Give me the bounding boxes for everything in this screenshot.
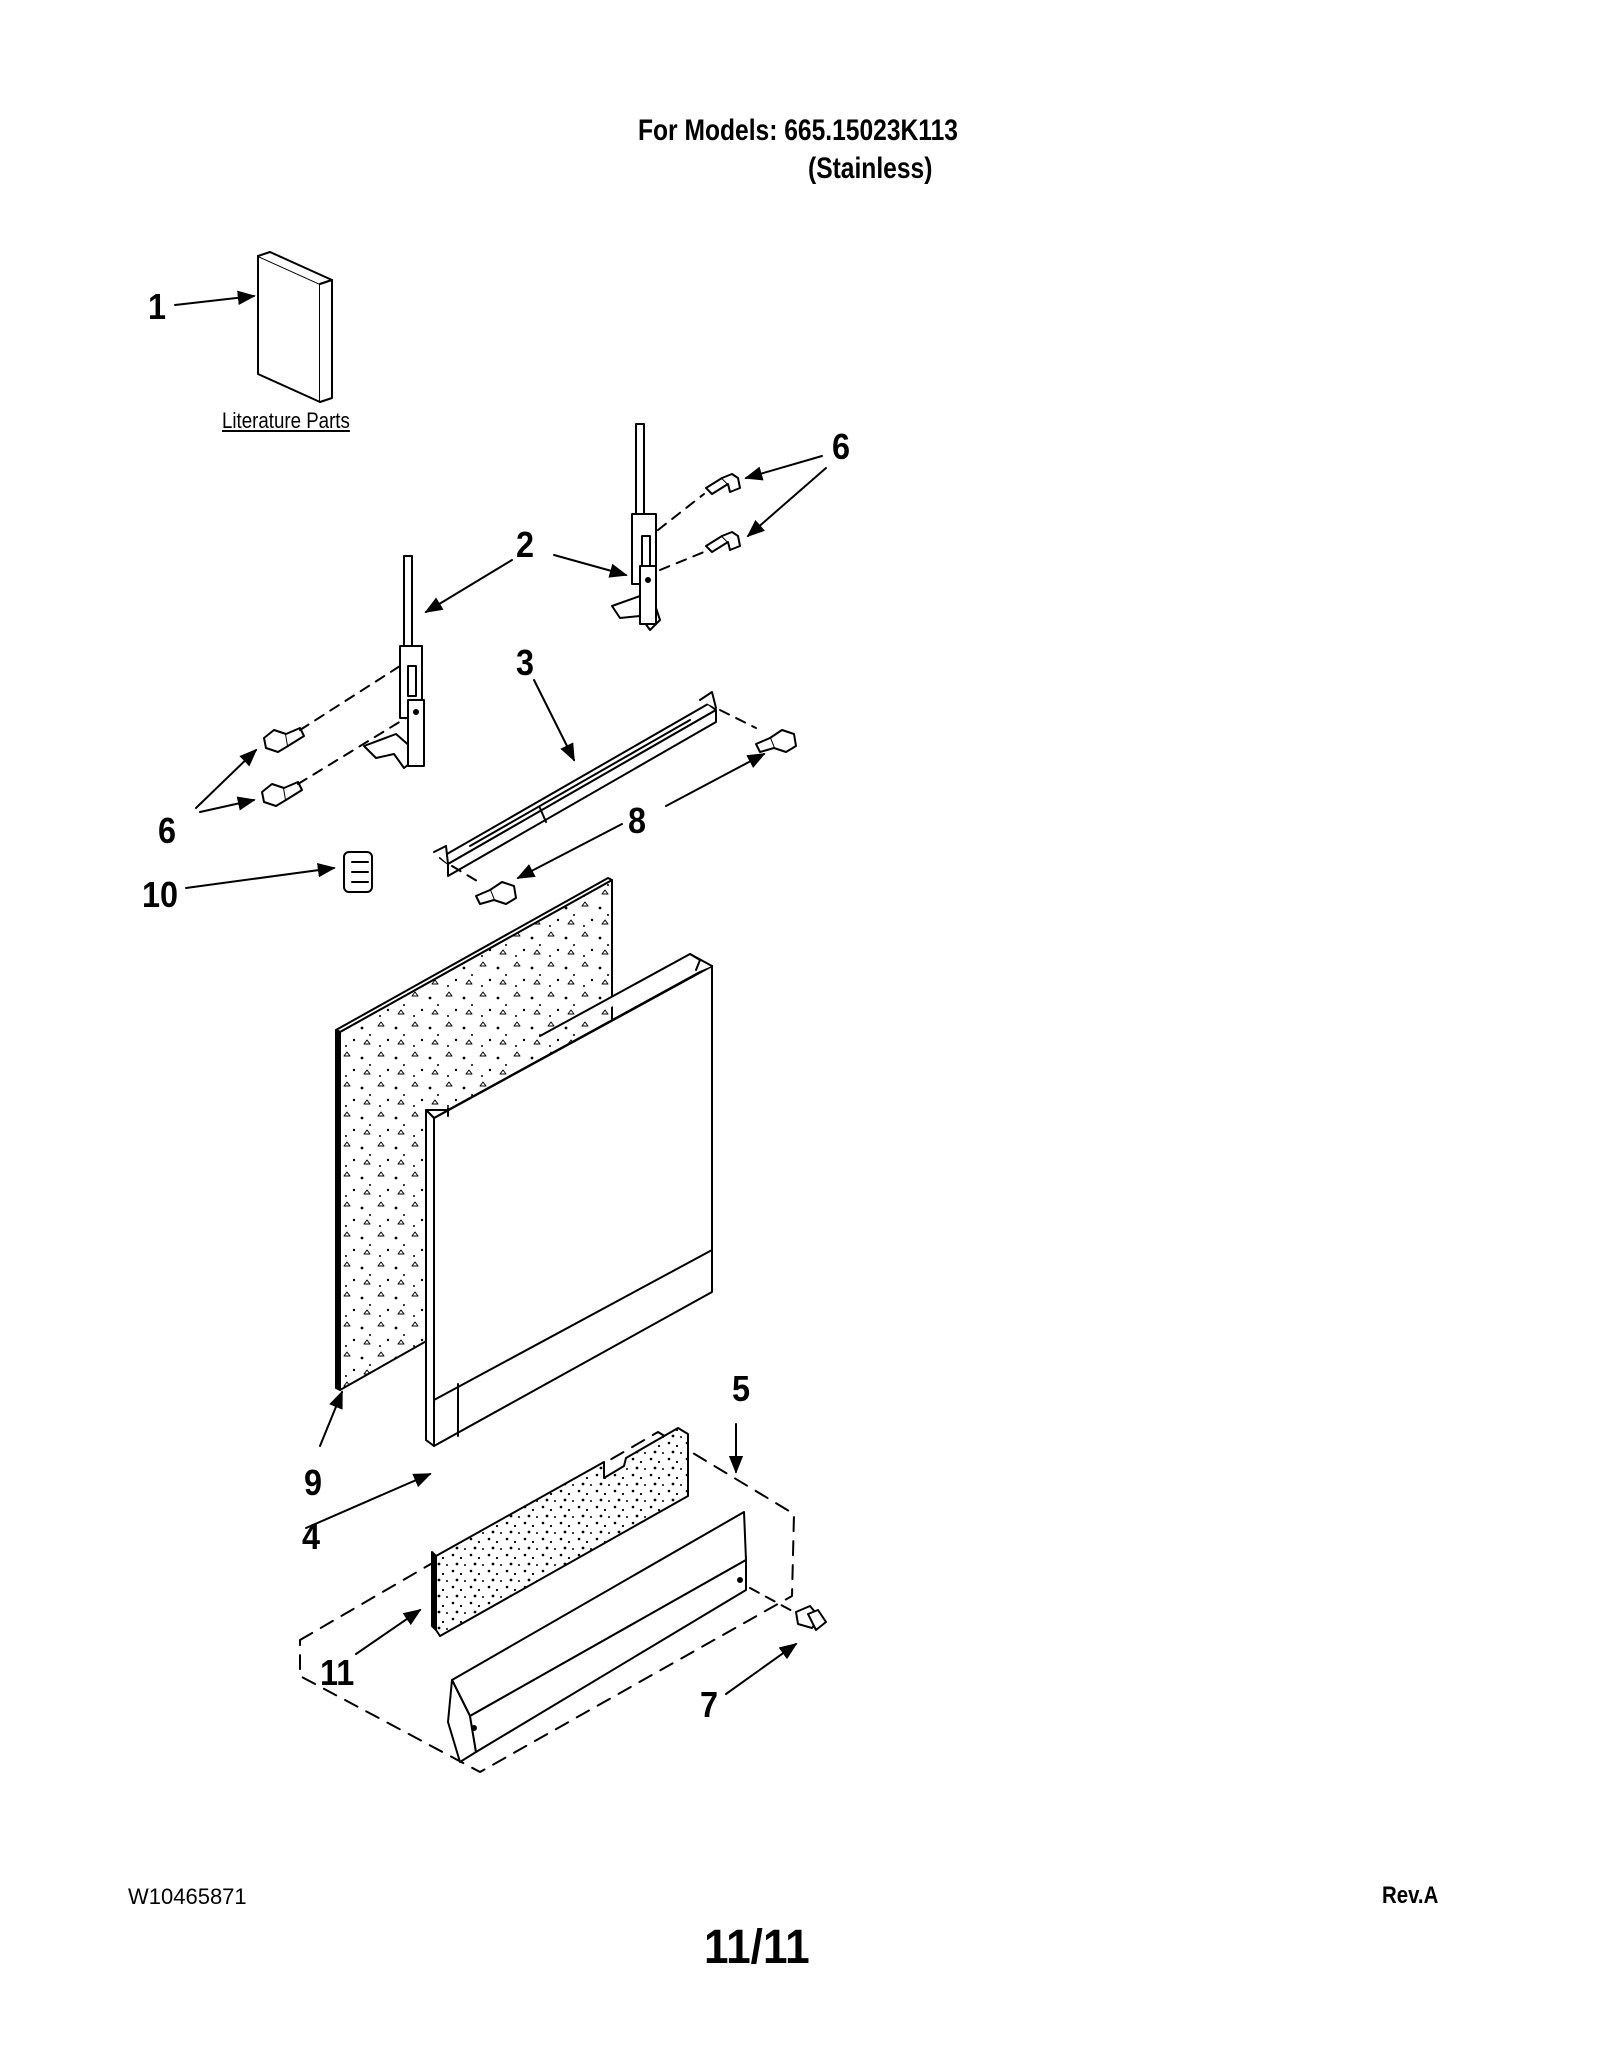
- literature-booklet: [257, 251, 333, 403]
- leader-6-top-a: [744, 455, 823, 481]
- screw-left-lower: [261, 781, 303, 807]
- dash-8-left: [451, 865, 483, 885]
- dash-6-left-lower: [297, 717, 407, 785]
- dash-6-lower: [659, 551, 705, 571]
- screw-8-left: [475, 881, 517, 905]
- leader-9: [319, 1390, 343, 1447]
- finish-subtitle: (Stainless): [808, 152, 933, 185]
- toe-kick-outline: [299, 1431, 795, 1773]
- hinge-right: [611, 423, 661, 631]
- hinge-left: [363, 555, 425, 769]
- leader-6-left-a: [195, 748, 258, 809]
- page-number: 11/11: [704, 1921, 810, 1974]
- callout-6-left: 6: [158, 810, 177, 851]
- leader-3: [533, 679, 575, 762]
- literature-parts-label: Literature Parts: [222, 408, 350, 433]
- callout-9: 9: [304, 1462, 323, 1503]
- door-rail: [433, 691, 717, 877]
- leader-2-left: [424, 559, 513, 613]
- callout-6-top: 6: [832, 426, 851, 467]
- leader-4: [305, 1473, 432, 1529]
- callout-7: 7: [700, 1684, 719, 1725]
- leader-7: [725, 1642, 798, 1695]
- leader-11: [355, 1608, 422, 1655]
- toe-kick-clip: [795, 1605, 827, 1631]
- dash-7: [749, 1587, 795, 1613]
- screw-top-lower: [705, 531, 741, 553]
- callout-8: 8: [628, 800, 647, 841]
- leader-2-right: [553, 554, 628, 578]
- callout-11: 11: [320, 1652, 355, 1693]
- door-outer-panel: [425, 953, 713, 1447]
- callout-3: 3: [516, 642, 535, 683]
- leader-6-left-b: [199, 796, 256, 813]
- models-title: For Models: 665.15023K113: [638, 114, 958, 147]
- callout-2: 2: [516, 524, 535, 565]
- callout-10: 10: [142, 874, 179, 915]
- toe-kick-panel: [447, 1511, 747, 1763]
- dash-6-left-upper: [299, 665, 401, 731]
- leader-8-a: [665, 753, 766, 807]
- callout-5: 5: [732, 1368, 751, 1409]
- callout-1: 1: [148, 286, 167, 327]
- toe-kick-foam: [431, 1427, 689, 1637]
- leader-10: [185, 863, 336, 889]
- dash-8-right: [719, 709, 757, 729]
- document-number: W10465871: [128, 1884, 247, 1909]
- screw-8-right: [755, 729, 797, 753]
- screw-left-upper: [263, 727, 305, 753]
- plug-part: [343, 851, 373, 893]
- leader-1: [174, 290, 256, 306]
- leader-8-b: [516, 823, 623, 879]
- leader-6-top-b: [746, 467, 827, 538]
- revision-label: Rev.A: [1382, 1882, 1439, 1909]
- screw-top-upper: [705, 473, 741, 495]
- dash-6-upper: [657, 493, 705, 531]
- callout-4: 4: [302, 1516, 321, 1557]
